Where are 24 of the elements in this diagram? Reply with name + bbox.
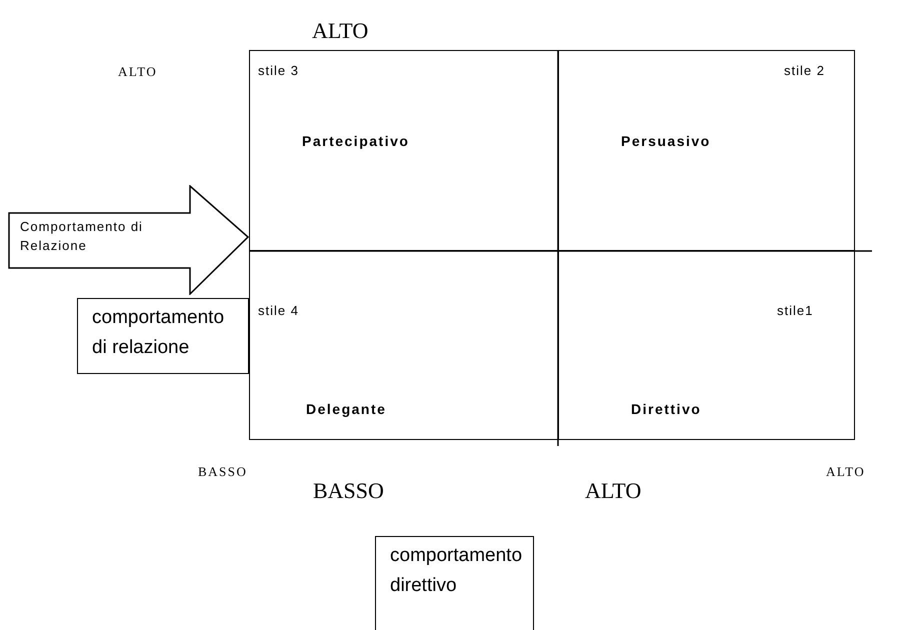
style-name: Direttivo: [631, 401, 702, 417]
axis-level-label: ALTO: [585, 478, 642, 504]
axis-label-box: [375, 536, 534, 630]
style-name: Delegante: [306, 401, 386, 417]
axis-label: comportamento direttivo: [390, 544, 519, 598]
axis-level-label: BASSO: [313, 478, 384, 504]
style-number: stile 3: [258, 63, 299, 78]
quadrant-cell: [249, 250, 559, 440]
arrow-label: Comportamento di Relazione: [20, 218, 144, 255]
style-number: stile 4: [258, 303, 299, 318]
axis-level-label: ALTO: [826, 464, 866, 480]
axis-level-label: BASSO: [198, 464, 248, 480]
style-name: Partecipativo: [302, 133, 410, 149]
style-name: Persuasivo: [621, 133, 711, 149]
quadrant-cell: [249, 50, 559, 251]
axis-level-label: ALTO: [118, 64, 158, 80]
axis-label: comportamento di relazione: [92, 306, 226, 360]
style-number: stile 2: [784, 63, 825, 78]
quadrant-cell: [558, 250, 855, 440]
quadrant-cell: [558, 50, 855, 251]
axis-level-label: ALTO: [312, 18, 368, 44]
block-arrow: [8, 185, 250, 295]
axis-label-box: [77, 298, 249, 374]
style-number: stile1: [777, 303, 814, 318]
